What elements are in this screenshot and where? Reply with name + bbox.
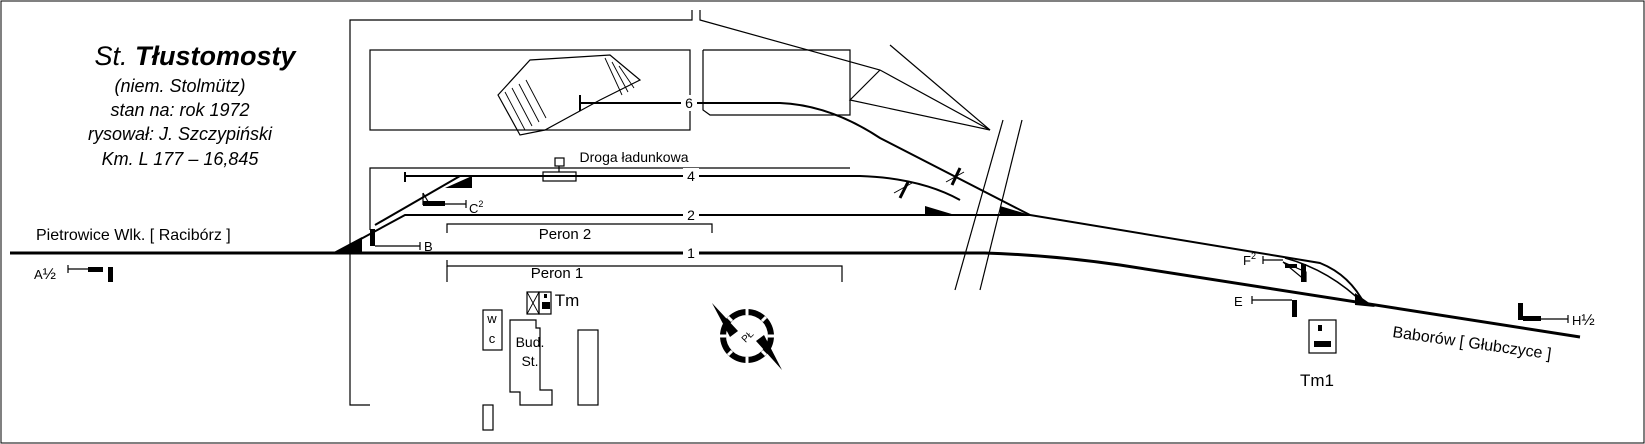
signal-e <box>1251 296 1297 317</box>
title-block: St. Tłustomosty (niem. Stolmütz) stan na… <box>88 41 298 169</box>
signals <box>67 192 1569 323</box>
crossing-road-left <box>954 119 1004 291</box>
platforms <box>446 223 843 282</box>
tracks <box>10 95 1581 339</box>
tm-label: Tm <box>555 291 580 310</box>
compass: PŁ <box>712 303 782 370</box>
switch-track4 <box>445 176 472 188</box>
compass-ticks <box>720 309 774 363</box>
switches <box>332 176 1375 307</box>
track-1 <box>10 251 1581 339</box>
signal-a <box>67 265 113 282</box>
signal-b <box>370 229 421 250</box>
signal-b-label: B <box>424 239 433 254</box>
platform-2-outline <box>446 223 713 233</box>
title-state: stan na: rok 1972 <box>110 100 249 120</box>
wc-building <box>482 309 503 351</box>
signal-c2-label: C2 <box>469 199 483 216</box>
loading-road-outline <box>369 167 850 230</box>
direction-west: Pietrowice Wlk. [ Racibórz ] <box>36 227 231 244</box>
switch-west <box>332 237 362 253</box>
shed-body <box>497 54 642 136</box>
title-km: Km. L 177 – 16,845 <box>102 149 260 169</box>
road-upper-right-c <box>848 69 991 131</box>
station-label-2: St. <box>521 353 538 369</box>
station-boundary <box>349 10 693 406</box>
block-upper-middle <box>702 49 851 116</box>
track-4-switch <box>374 175 461 226</box>
platform-2-label: Peron 2 <box>539 226 592 243</box>
switch-east-2 <box>925 206 955 215</box>
road-upper-right-b <box>889 44 991 131</box>
station-building <box>509 319 553 406</box>
goods-shed <box>497 54 642 136</box>
derailers <box>898 167 962 199</box>
buildings <box>482 291 1337 431</box>
track-number-4: 4 <box>687 168 695 184</box>
track-4 <box>405 175 961 201</box>
title-german: (niem. Stolmütz) <box>114 76 245 96</box>
crossing-road-right <box>979 119 1023 291</box>
signal-h <box>1518 303 1569 323</box>
shed-steps <box>504 57 635 131</box>
track-6 <box>580 102 1031 216</box>
switch-far-east <box>1355 293 1375 307</box>
compass-arrow-north <box>712 303 738 337</box>
signal-c2 <box>422 192 467 208</box>
switch-east-6 <box>1000 206 1030 215</box>
block-upper-left <box>369 49 691 131</box>
loading-road-label: Droga ładunkowa <box>580 149 689 165</box>
track-number-1: 1 <box>687 245 695 261</box>
track-number-2: 2 <box>687 207 695 223</box>
loading-ramp <box>542 157 577 182</box>
signal-labels: A½ B C2 E F2 H½ <box>34 199 1595 329</box>
derailer-arrows <box>893 171 965 194</box>
building-labels: w c Bud. St. Tm Tm1 <box>486 291 1334 390</box>
platform-1-outline-top <box>446 260 843 282</box>
track-number-6: 6 <box>685 95 693 111</box>
platform-1-label: Peron 1 <box>531 265 584 282</box>
title: St. Tłustomosty <box>94 41 297 71</box>
signal-e-label: E <box>1234 294 1243 309</box>
road-upper-right-a <box>699 10 991 131</box>
track-2 <box>334 214 1366 306</box>
road-outlines <box>349 10 1023 406</box>
outbuilding-small <box>482 404 494 431</box>
derailer-track4 <box>898 181 910 199</box>
wc-label-w: w <box>486 311 497 326</box>
track-numbers: 1 2 4 6 <box>681 95 699 261</box>
tm-box-b <box>538 291 552 315</box>
tm1-label: Tm1 <box>1300 371 1334 390</box>
signal-a-label: A½ <box>34 266 56 283</box>
title-author: rysował: J. Szczypiński <box>88 124 273 144</box>
signal-h-label: H½ <box>1572 312 1595 329</box>
wc-label-c: c <box>489 331 496 346</box>
signal-f2 <box>1262 256 1307 283</box>
tm1-box <box>1308 319 1337 354</box>
compass-arrow-south <box>756 335 782 370</box>
station-label-1: Bud. <box>516 334 545 350</box>
outbuilding-tall <box>577 329 599 406</box>
signal-f2-label: F2 <box>1243 251 1256 268</box>
